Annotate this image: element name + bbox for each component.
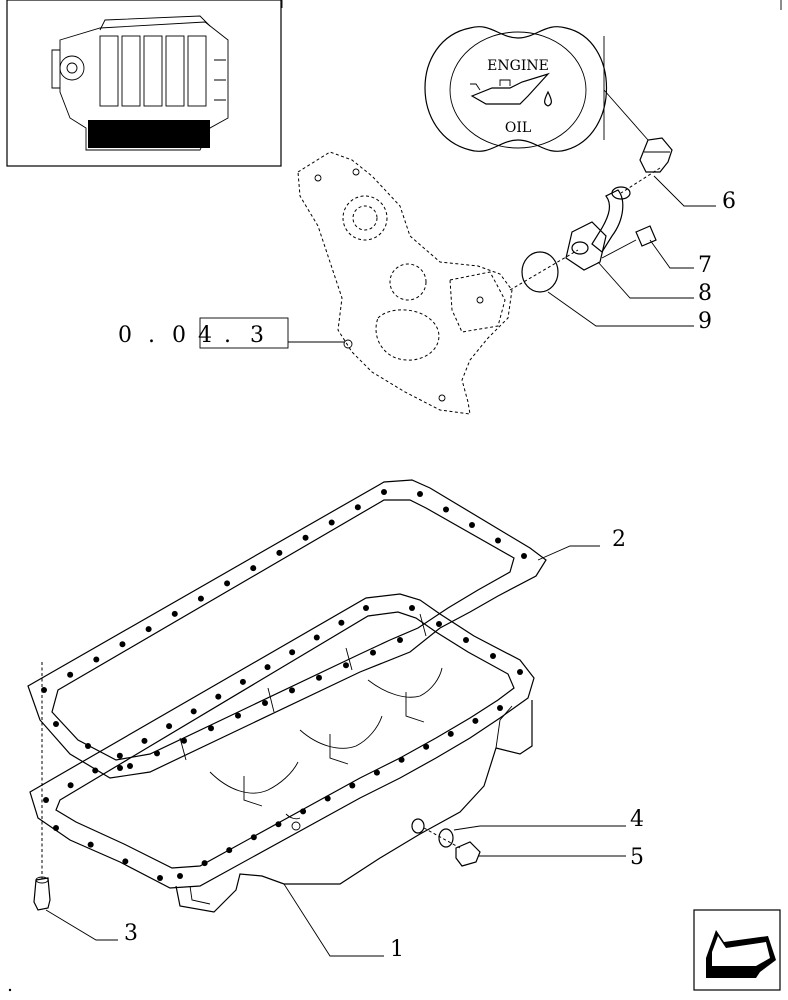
bolt-hole — [300, 808, 307, 815]
bolt-hole — [469, 522, 475, 528]
bolt-hole — [398, 756, 405, 763]
cap-text-top: ENGINE — [487, 58, 549, 74]
bolt-hole — [363, 605, 369, 611]
timing-cover-icon — [297, 151, 513, 415]
oil-pan-icon — [29, 593, 535, 913]
callout-7: 7 — [698, 253, 712, 278]
bolt-hole — [53, 825, 59, 831]
breather-assembly-icon — [509, 137, 673, 293]
bolt-hole — [239, 678, 246, 685]
engine-thumbnail-icon — [6, 0, 282, 167]
callout-1: 1 — [390, 937, 404, 962]
bolt-hole — [250, 565, 257, 572]
bolt-hole — [166, 723, 173, 730]
bolt-hole — [141, 737, 148, 744]
bolt-hole — [447, 730, 454, 737]
bolt-hole — [417, 491, 423, 497]
bolt-hole — [116, 752, 123, 759]
bolt-hole — [324, 795, 331, 802]
bolt-hole — [409, 605, 415, 611]
bolt-hole — [181, 737, 187, 744]
reference-digit-5: . — [224, 323, 233, 348]
bolt-hole — [235, 712, 241, 719]
bolt-hole — [87, 841, 94, 848]
bolt-hole — [373, 769, 380, 776]
bolt-hole — [53, 721, 59, 727]
bolt-hole — [302, 534, 309, 541]
bolt-hole — [521, 553, 527, 559]
bolt-hole — [397, 637, 403, 643]
bolt-hole — [119, 641, 126, 648]
bolt-hole — [127, 763, 133, 769]
bolt-hole — [250, 834, 257, 841]
bolt-hole — [490, 653, 496, 659]
bolt-hole — [226, 847, 233, 854]
drain-plug-icon — [423, 827, 481, 867]
oil-cap-icon — [424, 26, 607, 152]
bolt-hole — [122, 858, 129, 865]
bolt-hole — [67, 782, 74, 789]
pan-bolt-icon — [33, 876, 51, 911]
bolt-hole — [495, 537, 501, 544]
bolt-hole — [313, 634, 320, 641]
bolt-hole — [262, 700, 268, 706]
bolt-hole — [171, 610, 178, 617]
bolt-hole — [117, 765, 123, 771]
reference-box[interactable] — [199, 317, 289, 349]
bolt-hole — [67, 671, 74, 678]
callout-9: 9 — [698, 309, 712, 334]
reference-digit-6: 3 — [250, 323, 266, 348]
reference-digit-2: . — [148, 323, 157, 348]
bolt-hole — [92, 767, 99, 774]
bolt-hole — [349, 782, 356, 789]
callout-4: 4 — [630, 807, 644, 832]
callout-2: 2 — [612, 527, 626, 552]
bolt-hole — [338, 619, 345, 626]
previous-page-arrow-icon[interactable] — [693, 909, 781, 991]
bolt-hole — [264, 664, 271, 671]
bolt-hole — [190, 708, 197, 715]
bolt-hole — [276, 549, 283, 556]
bolt-hole — [517, 669, 523, 675]
bolt-hole — [343, 662, 349, 669]
bolt-hole — [85, 743, 91, 749]
bolt-hole — [224, 580, 231, 587]
bolt-hole — [381, 489, 387, 495]
bolt-hole — [370, 649, 376, 656]
bolt-hole — [215, 693, 222, 700]
callout-5: 5 — [630, 845, 644, 870]
bolt-hole — [463, 637, 469, 643]
callout-6: 6 — [722, 189, 736, 214]
bolt-hole — [289, 687, 295, 694]
bolt-hole — [436, 621, 442, 627]
bolt-hole — [472, 717, 479, 724]
callout-8: 8 — [698, 281, 712, 306]
bolt-hole — [145, 626, 152, 633]
bolt-hole — [208, 725, 214, 732]
bolt-hole — [443, 506, 449, 513]
callout-3: 3 — [124, 921, 138, 946]
bolt-hole — [423, 743, 430, 750]
bolt-hole — [201, 860, 208, 867]
bolt-hole — [43, 797, 49, 803]
bolt-hole — [316, 674, 322, 681]
reference-digit-4: 4 — [198, 323, 214, 348]
bolt-hole — [497, 705, 503, 711]
bolt-holes — [41, 489, 527, 881]
bolt-hole — [275, 821, 282, 828]
bolt-hole — [289, 649, 296, 656]
bolt-hole — [354, 504, 361, 511]
bolt-hole — [93, 656, 100, 663]
bolt-hole — [154, 750, 160, 757]
bolt-hole — [328, 519, 335, 526]
reference-digit-3: 0 — [172, 323, 188, 348]
gasket-icon — [27, 479, 547, 779]
bolt-hole — [157, 875, 163, 881]
bolt-hole — [177, 873, 183, 879]
cap-text-bottom: OIL — [505, 120, 531, 136]
bolt-hole — [197, 595, 204, 602]
reference-digit-1: 0 — [118, 323, 134, 348]
